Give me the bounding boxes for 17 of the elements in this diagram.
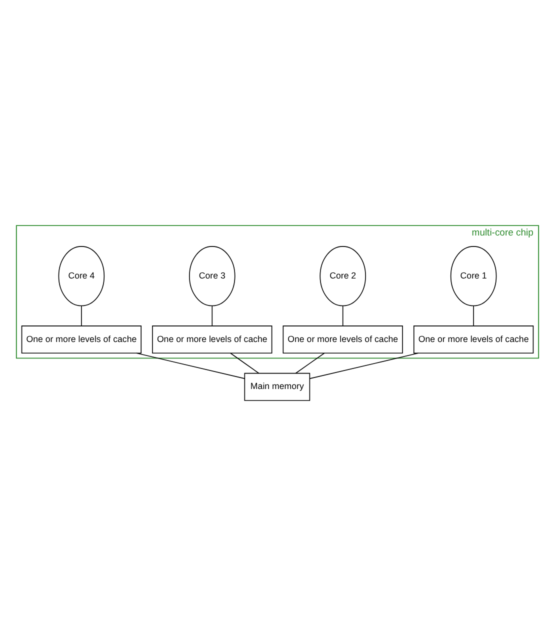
- node-ellipse: Core 1: [450, 246, 497, 306]
- connector: [473, 305, 474, 326]
- node-box: One or more levels of cache: [413, 326, 534, 354]
- node-ellipse: Core 2: [320, 246, 366, 306]
- node-box: One or more levels of cache: [21, 326, 142, 354]
- node-ellipse: Core 3: [189, 246, 236, 306]
- connector: [136, 352, 245, 379]
- connector: [342, 305, 344, 326]
- node-box: Main memory: [244, 372, 310, 401]
- node-ellipse: Core 4: [58, 246, 105, 306]
- connector: [230, 352, 260, 374]
- connector: [81, 305, 82, 326]
- connector: [212, 305, 213, 326]
- connector: [310, 352, 419, 379]
- node-box: One or more levels of cache: [282, 326, 403, 354]
- node-box: One or more levels of cache: [152, 326, 272, 354]
- connector: [295, 352, 325, 374]
